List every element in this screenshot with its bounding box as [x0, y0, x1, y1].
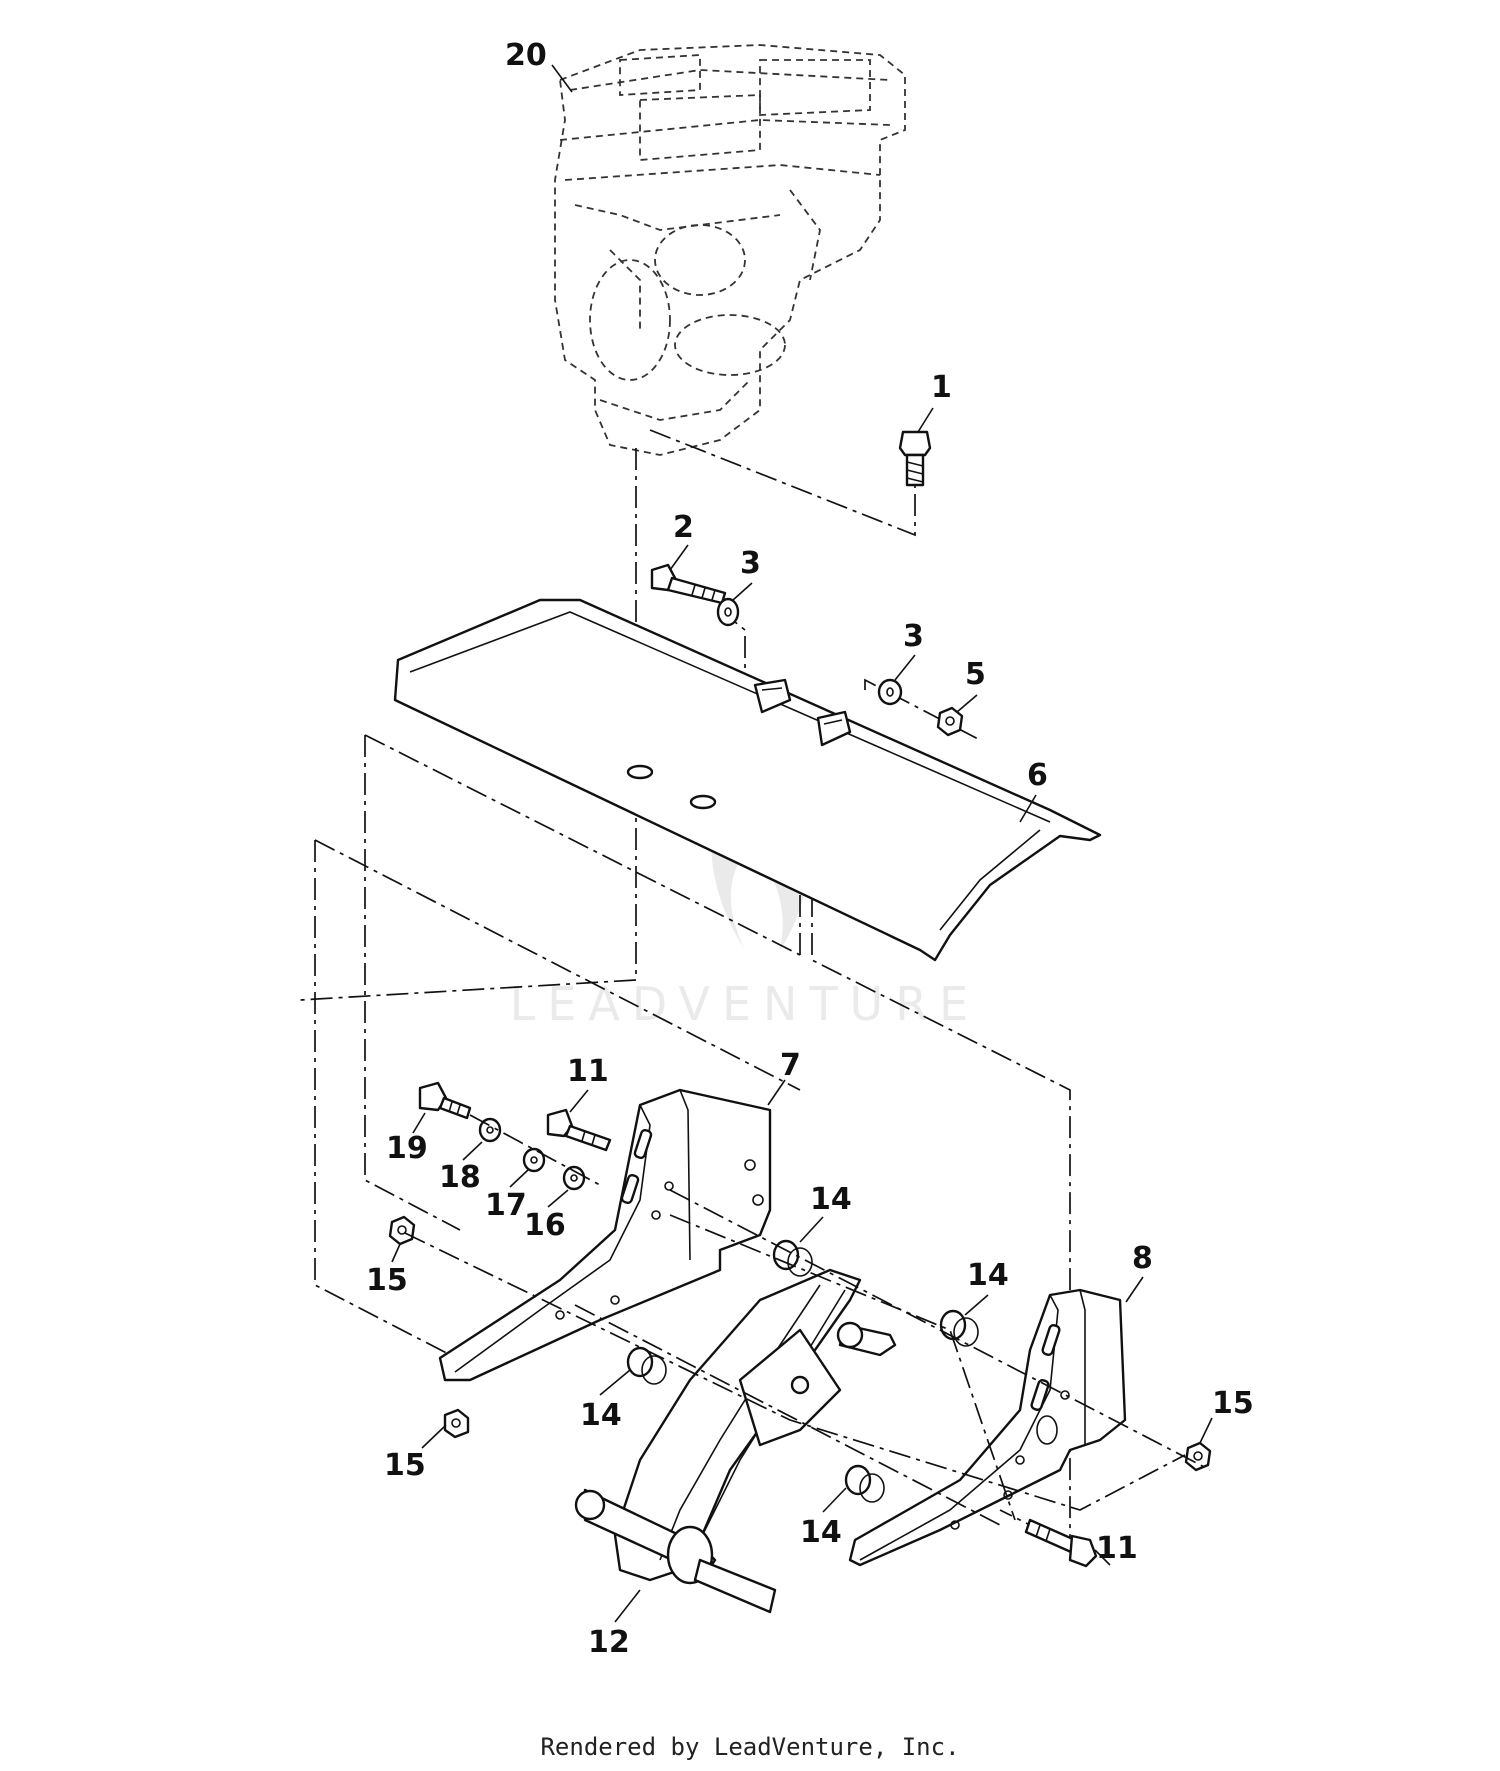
nut-15-a [388, 1215, 416, 1246]
centerline-engine [299, 448, 637, 1001]
bolt-2 [650, 563, 727, 605]
callout-20: 20 [505, 38, 547, 73]
callout-14-b: 14 [967, 1258, 1009, 1293]
bolt-19 [418, 1081, 472, 1120]
tine-frame-8 [848, 1288, 1127, 1567]
centerline-bolt-19 [469, 1114, 601, 1186]
engine-ghost [554, 44, 906, 456]
leader-lines [391, 64, 1213, 1623]
washer-3-upper [716, 597, 740, 627]
centerline-mid-axle [669, 1214, 1016, 1521]
nut-15-c [1184, 1441, 1212, 1472]
spacer-14-c [626, 1346, 667, 1385]
spacer-14-d [844, 1464, 885, 1503]
washer-16 [562, 1165, 586, 1191]
callout-18: 18 [439, 1160, 481, 1195]
bolt-1 [898, 430, 932, 487]
callout-14-d: 14 [800, 1515, 842, 1550]
callout-14-a: 14 [810, 1182, 852, 1217]
washer-18 [478, 1117, 502, 1143]
nut-5 [936, 706, 964, 737]
callout-2: 2 [673, 510, 694, 545]
centerline-bolt-1 [649, 429, 916, 537]
callout-16: 16 [524, 1208, 566, 1243]
callout-7: 7 [780, 1048, 801, 1083]
callout-12: 12 [588, 1625, 630, 1660]
centerline-upper-axle [669, 1189, 1211, 1471]
nut-15-b [443, 1408, 470, 1439]
callout-14-c: 14 [580, 1398, 622, 1433]
centerline-lower-axle [404, 1232, 1186, 1511]
callout-3-upper: 3 [740, 546, 761, 581]
callout-11-upper: 11 [567, 1054, 609, 1089]
tine-shield-6 [393, 598, 1102, 962]
callout-15-c: 15 [1212, 1386, 1254, 1421]
bolt-11-lower [1024, 1518, 1098, 1568]
callout-5: 5 [965, 657, 986, 692]
spacer-14-b [939, 1309, 979, 1347]
callout-3-right: 3 [903, 619, 924, 654]
callout-1: 1 [931, 370, 952, 405]
callouts: 20 1 2 3 3 5 6 7 11 19 18 17 16 14 14 8 … [366, 38, 1254, 1660]
footer-credit: Rendered by LeadVenture, Inc. [540, 1733, 960, 1761]
callout-6: 6 [1027, 758, 1048, 793]
callout-17: 17 [485, 1188, 527, 1223]
washer-17 [522, 1147, 546, 1173]
chain-case-12 [574, 1268, 897, 1614]
callout-8: 8 [1132, 1241, 1153, 1276]
tine-frame-7 [438, 1088, 772, 1382]
centerline-frame-bottom [574, 1304, 1001, 1526]
phantom-shield-outer [314, 839, 801, 1361]
watermark-text: LEADVENTURE [510, 977, 981, 1031]
phantom-shield-left [364, 734, 801, 1231]
callout-15-a: 15 [366, 1263, 408, 1298]
callout-11-lower: 11 [1096, 1531, 1138, 1566]
spacer-14-a [772, 1239, 813, 1277]
washer-3-right [877, 678, 903, 706]
callout-15-b: 15 [384, 1448, 426, 1483]
callout-19: 19 [386, 1131, 428, 1166]
bolt-11-upper [546, 1108, 612, 1152]
